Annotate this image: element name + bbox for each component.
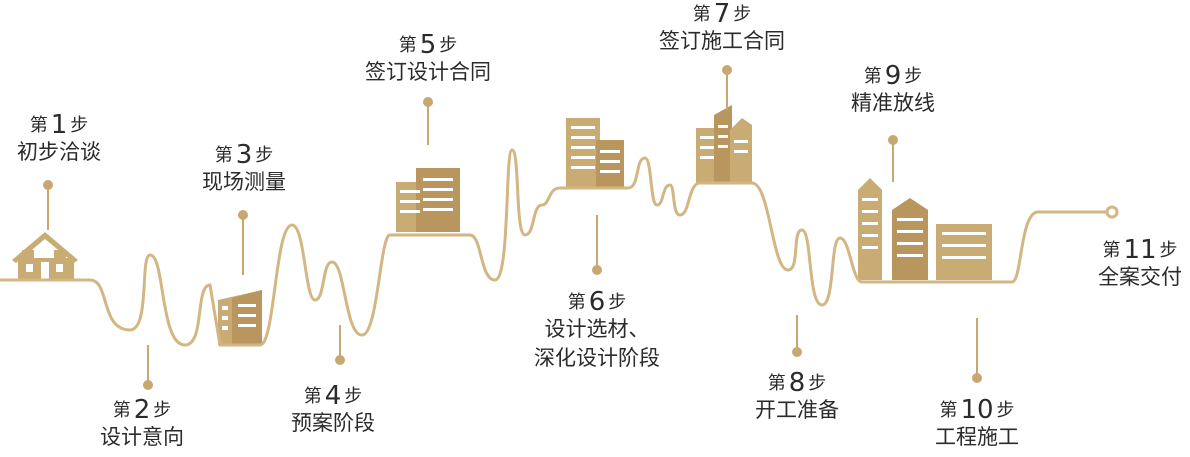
city-icon xyxy=(858,178,992,280)
house-icon xyxy=(12,232,78,280)
building-icon-7 xyxy=(696,105,752,183)
buildings xyxy=(12,105,992,345)
leader-lines xyxy=(43,65,982,390)
building-icon-3 xyxy=(218,290,262,345)
process-route-line xyxy=(0,148,1112,347)
building-icon-6 xyxy=(566,118,624,188)
end-dot xyxy=(1105,205,1119,219)
building-icon-5 xyxy=(396,168,460,232)
